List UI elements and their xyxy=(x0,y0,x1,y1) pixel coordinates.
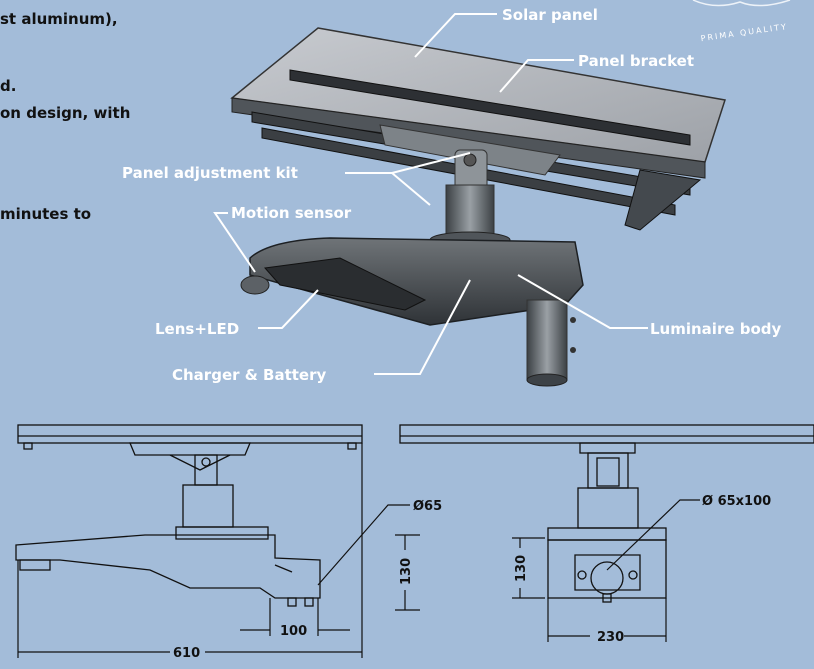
intro-line-1: st aluminum), xyxy=(0,10,118,28)
dim-pole-fit: Ø 65x100 xyxy=(702,494,771,509)
dimension-lines xyxy=(17,443,700,658)
adjustment-kit-shape xyxy=(379,124,561,193)
intro-line-3: on design, with xyxy=(0,104,130,122)
brand-watermark: PRIMA QUALITY xyxy=(692,0,791,43)
side-view-drawing xyxy=(15,424,363,607)
dim-pole-diameter: Ø65 xyxy=(413,499,442,514)
label-panel-bracket: Panel bracket xyxy=(578,52,694,70)
intro-text: st aluminum), d. on design, with minutes… xyxy=(0,10,130,223)
dim-side-height: 130 xyxy=(399,558,414,585)
luminaire-body-leader xyxy=(517,274,648,329)
label-lens-led: Lens+LED xyxy=(155,320,239,338)
callouts xyxy=(213,13,648,375)
motion-sensor-leader xyxy=(213,212,256,273)
intro-line-2: d. xyxy=(0,77,16,95)
watermark-text: PRIMA QUALITY xyxy=(700,22,788,43)
callout-labels: Solar panel Panel bracket Panel adjustme… xyxy=(122,6,782,384)
label-luminaire-body: Luminaire body xyxy=(650,320,782,338)
solar-light-illustration xyxy=(230,27,726,387)
intro-line-4: minutes to xyxy=(0,205,91,223)
label-solar-panel: Solar panel xyxy=(502,6,598,24)
dim-front-height: 130 xyxy=(514,555,529,582)
dim-overall-length: 610 xyxy=(173,646,200,661)
charger-battery-leader xyxy=(374,279,471,375)
label-motion-sensor: Motion sensor xyxy=(231,204,352,222)
dim-arm-length: 100 xyxy=(280,624,307,639)
solar-panel-leader xyxy=(414,13,497,58)
dim-body-width: 230 xyxy=(597,630,624,645)
label-panel-adjustment-kit: Panel adjustment kit xyxy=(122,164,298,182)
dimension-labels: 610 100 Ø65 Ø 65x100 230 130 130 xyxy=(173,494,771,661)
panel-bracket-leader xyxy=(499,59,574,93)
lens-led-leader xyxy=(258,289,319,329)
label-charger-battery: Charger & Battery xyxy=(172,366,327,384)
motion-sensor-shape xyxy=(240,275,270,295)
front-view-drawing xyxy=(399,424,814,603)
lens-led-shape xyxy=(264,257,427,311)
